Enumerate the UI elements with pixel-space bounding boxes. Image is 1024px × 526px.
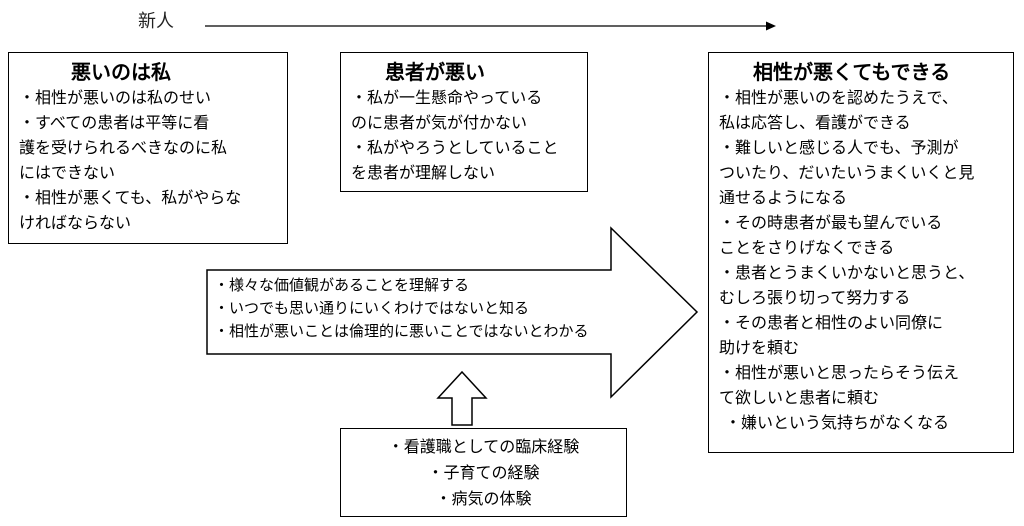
box-title: 悪いのは私 [71,60,171,84]
box-line: ・私が一生懸命やっている [351,88,543,107]
box-line: ・相性が悪いのは私のせい [19,88,212,107]
box-title: 相性が悪くてもできる [753,60,951,84]
box-line: ・子育ての経験 [427,463,540,482]
box-line: ・患者とうまくいかないと思うと、 [719,263,975,282]
box-title: 患者が悪い [385,60,485,84]
box-line: ・相性が悪いのを認めたうえで、 [719,88,958,107]
box-line: 私は応答し、看護ができる [719,113,911,132]
box-line: 通せるようになる [719,188,848,207]
box-line: にはできない [19,163,116,182]
box-line: ・看護職としての臨床経験 [387,437,580,456]
arrow-line: ・いつでも思い通りにいくわけではないと知る [214,299,530,317]
box-self-blame: 悪いのは私 ・相性が悪いのは私のせい ・すべての患者は平等に看 護を受けられるべ… [8,52,288,244]
box-line: ことをさりげなくできる [719,238,895,257]
box-line: むしろ張り切って努力する [719,288,911,307]
big-right-arrow [206,226,699,399]
box-line: 護を受けられるべきなのに私 [19,138,228,157]
box-line: ・私がやろうとしていること [351,138,559,157]
box-line: ・その患者と相性のよい同僚に [719,313,944,332]
box-line: ・嫌いという気持ちがなくなる [725,413,950,432]
timeline-label: 新人 [138,11,174,32]
box-experiences: ・看護職としての臨床経験 ・子育ての経験 ・病気の体験 [340,428,627,517]
box-line: ・病気の体験 [435,489,532,508]
arrow-line: ・様々な価値観があることを理解する [214,276,470,294]
box-patient-blame: 患者が悪い ・私が一生懸命やっている のに患者が気が付かない ・私がやろうとして… [340,52,588,192]
box-line: ・その時患者が最も望んでいる [719,213,943,232]
box-line: ついたり、だいたいうまくいくと見 [719,163,975,182]
box-can-manage: 相性が悪くてもできる ・相性が悪いのを認めたうえで、 私は応答し、看護ができる … [708,52,1014,453]
box-line: を患者が理解しない [351,163,496,182]
arrow-text: ・様々な価値観があることを理解する ・いつでも思い通りにいくわけではないと知る … [214,274,589,343]
box-line: 助けを頼む [719,338,800,357]
box-line: て欲しいと患者に頼む [719,388,880,407]
box-line: ・難しいと感じる人でも、予測が [719,138,959,157]
box-line: のに患者が気が付かない [351,113,528,132]
up-arrow [436,370,488,426]
box-line: ・相性が悪くても、私がやらな [19,188,242,207]
timeline-arrow [205,21,776,31]
box-line: ければならない [19,213,132,232]
arrow-line: ・相性が悪いことは倫理的に悪いことではないとわかる [214,322,589,340]
box-line: ・相性が悪いと思ったらそう伝え [719,363,960,382]
box-line: ・すべての患者は平等に看 [19,113,210,132]
